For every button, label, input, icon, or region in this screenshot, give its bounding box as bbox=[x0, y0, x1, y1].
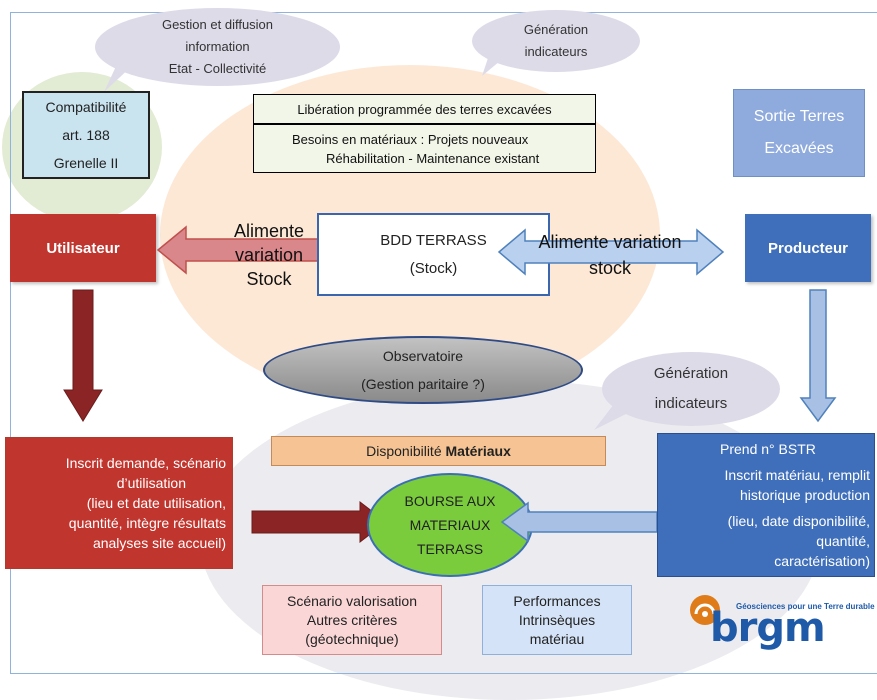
alimente-left-line3: Stock bbox=[246, 269, 292, 289]
sortie-terres-box: Sortie Terres Excavées bbox=[733, 89, 865, 177]
alimente-right-line1: Alimente variation bbox=[538, 232, 682, 252]
inscrit-line2: d’utilisation bbox=[116, 475, 186, 491]
observatoire-line1: Observatoire bbox=[382, 348, 464, 364]
prend-line6: caractérisation) bbox=[774, 553, 870, 569]
prend-line5: quantité, bbox=[816, 533, 870, 549]
inscrit-line4: quantité, intègre résultats bbox=[68, 515, 226, 531]
disponibilite-prefix: Disponibilité bbox=[366, 443, 446, 459]
prend-line1: Prend n° BSTR bbox=[720, 441, 816, 457]
bubble-gestion-line3: Etat - Collectivité bbox=[168, 61, 267, 76]
bubble-gestion-tail bbox=[104, 62, 134, 92]
bubble-generation-top-line2: indicateurs bbox=[524, 44, 588, 59]
brgm-logo: Géosciences pour une Terre durable brgm bbox=[688, 593, 875, 653]
prend-line3: historique production bbox=[740, 487, 870, 503]
alimente-right-label: Alimente variation stock bbox=[512, 228, 708, 282]
brgm-tagline: Géosciences pour une Terre durable bbox=[736, 602, 875, 611]
alimente-left-line2: variation bbox=[234, 245, 304, 265]
alimente-left-label: Alimente variation Stock bbox=[212, 214, 326, 296]
inscrit-line5: analyses site accueil) bbox=[92, 535, 226, 551]
bubble-generation-top: Génération indicateurs bbox=[472, 10, 640, 72]
besoins-line1: Besoins en matériaux : Projets nouveaux bbox=[292, 131, 529, 147]
besoins-line2: Réhabilitation - Maintenance existant bbox=[326, 150, 540, 166]
utilisateur-box: Utilisateur bbox=[10, 214, 156, 282]
compatibilite-line1: Compatibilité bbox=[45, 99, 127, 115]
bdd-line2: (Stock) bbox=[409, 259, 458, 277]
performances-line1: Performances bbox=[513, 593, 601, 609]
disponibilite-bold: Matériaux bbox=[445, 443, 511, 459]
prend-line2: Inscrit matériau, remplit bbox=[724, 467, 870, 483]
bubble-generation-mid: Génération indicateurs bbox=[602, 352, 780, 426]
inscrit-line1: Inscrit demande, scénario bbox=[65, 455, 226, 471]
prend-bstr-box: Prend n° BSTR Inscrit matériau, remplit … bbox=[657, 433, 875, 577]
performances-line3: matériau bbox=[529, 631, 585, 647]
scenario-line2: Autres critères bbox=[306, 612, 398, 628]
sortie-line1: Sortie Terres bbox=[753, 108, 845, 125]
bdd-line1: BDD TERRASS bbox=[380, 231, 487, 249]
down-arrow-red bbox=[63, 289, 103, 422]
compatibilite-line3: Grenelle II bbox=[53, 155, 119, 171]
bubble-generation-mid-line2: indicateurs bbox=[654, 395, 728, 412]
scenario-valorisation-box: Scénario valorisation Autres critères (g… bbox=[262, 585, 442, 655]
bubble-generation-top-tail bbox=[482, 52, 506, 76]
bubble-gestion-line1: Gestion et diffusion bbox=[161, 17, 274, 32]
compatibilite-box: Compatibilité art. 188 Grenelle II bbox=[22, 91, 150, 179]
bubble-generation-mid-tail bbox=[594, 404, 630, 430]
bubble-gestion: Gestion et diffusion information Etat - … bbox=[95, 8, 340, 86]
bubble-gestion-line2: information bbox=[185, 39, 250, 54]
besoins-box: Besoins en matériaux : Projets nouveaux … bbox=[253, 124, 596, 173]
bubble-generation-mid-line1: Génération bbox=[653, 365, 729, 382]
scenario-line1: Scénario valorisation bbox=[287, 593, 417, 609]
performances-line2: Intrinsèques bbox=[518, 612, 596, 628]
brgm-logo-emblem-icon bbox=[690, 595, 720, 625]
liberation-box: Libération programmée des terres excavée… bbox=[253, 94, 596, 124]
double-arrow-blue bbox=[497, 228, 725, 276]
liberation-text: Libération programmée des terres excavée… bbox=[297, 101, 552, 117]
down-arrow-blue bbox=[799, 289, 837, 423]
utilisateur-label: Utilisateur bbox=[46, 239, 120, 257]
disponibilite-box: Disponibilité Matériaux bbox=[271, 436, 606, 466]
bubble-generation-top-line1: Génération bbox=[523, 22, 589, 37]
producteur-box: Producteur bbox=[745, 214, 871, 282]
compatibilite-line2: art. 188 bbox=[62, 127, 110, 143]
inscrit-line3: (lieu et date utilisation, bbox=[86, 495, 226, 511]
bourse-line2: MATERIAUX bbox=[409, 517, 491, 533]
bourse-line1: BOURSE AUX bbox=[404, 493, 496, 509]
inscrit-demande-box: Inscrit demande, scénario d’utilisation … bbox=[5, 437, 233, 569]
alimente-right-line2: stock bbox=[588, 258, 631, 278]
sortie-line2: Excavées bbox=[764, 140, 834, 157]
prend-line4: (lieu, date disponibilité, bbox=[727, 513, 870, 529]
scenario-line3: (géotechnique) bbox=[305, 631, 399, 647]
producteur-label: Producteur bbox=[767, 239, 848, 257]
observatoire-ellipse: Observatoire (Gestion paritaire ?) bbox=[263, 336, 583, 404]
observatoire-line2: (Gestion paritaire ?) bbox=[361, 376, 485, 392]
alimente-left-line1: Alimente bbox=[233, 221, 305, 241]
performances-box: Performances Intrinsèques matériau bbox=[482, 585, 632, 655]
left-arrow-blue bbox=[500, 501, 658, 543]
bourse-line3: TERRASS bbox=[416, 541, 484, 557]
brgm-wordmark: brgm bbox=[710, 605, 826, 651]
